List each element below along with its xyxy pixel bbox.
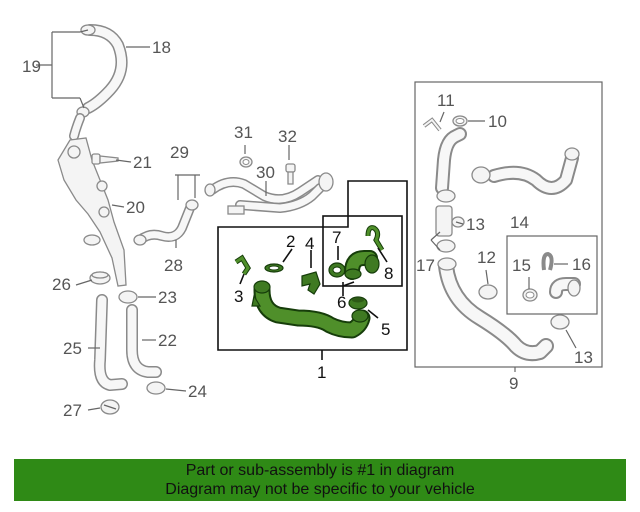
callout-7: 7: [332, 228, 341, 247]
callout-9: 9: [509, 374, 518, 393]
part-3-clip: [234, 254, 251, 276]
part-30-pipe: [204, 172, 334, 215]
part-26-clamp: [89, 271, 111, 285]
callout-15: 15: [512, 256, 531, 275]
callout-6: 6: [337, 293, 346, 312]
subassembly-14-frame: [506, 235, 598, 315]
callout-14: 14: [510, 213, 529, 232]
part-7-seal: [328, 262, 346, 278]
leader-lines-dark: [239, 246, 388, 360]
callout-8: 8: [384, 264, 393, 283]
part-28-hose: [133, 199, 199, 246]
part-31-washer: [239, 156, 253, 168]
callout-20: 20: [126, 198, 145, 217]
leader-lines: [36, 29, 577, 411]
part-9-lower-hose: [437, 257, 554, 362]
part-5-clamp: [348, 296, 368, 310]
part-13-clamp-upper: [436, 189, 456, 203]
part-1-hose-assembly: [251, 280, 371, 339]
callout-19: 19: [22, 57, 41, 76]
part-21-bolt: [91, 153, 119, 165]
part-27-clamp: [100, 399, 120, 415]
callout-23: 23: [158, 288, 177, 307]
callout-1: 1: [317, 363, 326, 382]
part-6-elbow: [344, 250, 380, 280]
part-2-seal: [264, 263, 284, 273]
part-16-clip-elbow: [541, 251, 581, 299]
callout-13-upper: 13: [466, 215, 485, 234]
subassembly-6-frame: [322, 215, 403, 287]
part-17-connector: [435, 205, 465, 253]
assembly-9-frame: [414, 81, 603, 368]
callout-32: 32: [278, 127, 297, 146]
callout-22: 22: [158, 331, 177, 350]
callout-17: 17: [416, 256, 435, 275]
part-25-lower-hose: [93, 294, 128, 391]
callout-10: 10: [488, 112, 507, 131]
banner-line-2: Diagram may not be specific to your vehi…: [165, 481, 475, 498]
part-23-clamp: [118, 290, 138, 304]
callout-4: 4: [305, 234, 314, 253]
callout-30: 30: [256, 163, 275, 182]
callout-12: 12: [477, 248, 496, 267]
callout-labels: 19 18 21 20 29 28 26 23 22 25 24 27 31 3…: [22, 38, 593, 420]
callout-13-lower: 13: [574, 348, 593, 367]
callout-21: 21: [133, 153, 152, 172]
callout-5: 5: [381, 320, 390, 339]
callout-28: 28: [164, 256, 183, 275]
callout-29: 29: [170, 143, 189, 162]
callout-2: 2: [286, 232, 295, 251]
banner-line-1: Part or sub-assembly is #1 in diagram: [185, 462, 455, 479]
part-8-clip: [365, 225, 385, 252]
callout-18: 18: [152, 38, 171, 57]
part-4-bracket: [301, 271, 321, 295]
callout-26: 26: [52, 275, 71, 294]
callout-27: 27: [63, 401, 82, 420]
part-9-upper-hose: [435, 127, 580, 195]
parts-diagram: 19 18 21 20 29 28 26 23 22 25 24 27 31 3…: [22, 24, 603, 420]
callout-25: 25: [63, 339, 82, 358]
part-12-clamp: [478, 284, 498, 300]
part-11-clip: [422, 117, 442, 132]
part-32-bolt: [285, 163, 296, 185]
part-22-hose: [126, 304, 162, 378]
part-18-19-upper-hose: [69, 24, 128, 141]
callout-3: 3: [234, 287, 243, 306]
callout-24: 24: [188, 382, 207, 401]
callout-16: 16: [572, 255, 591, 274]
callout-11: 11: [437, 91, 455, 110]
part-13-clamp-lower: [550, 314, 570, 330]
part-20-coolant-flange: [57, 137, 127, 287]
callout-31: 31: [234, 123, 253, 142]
part-24-clamp: [146, 381, 166, 395]
part-15-seal: [522, 288, 538, 302]
info-banner: Part or sub-assembly is #1 in diagram Di…: [14, 459, 626, 501]
assembly-1-frame: [217, 180, 408, 351]
part-10-seal: [452, 115, 468, 127]
